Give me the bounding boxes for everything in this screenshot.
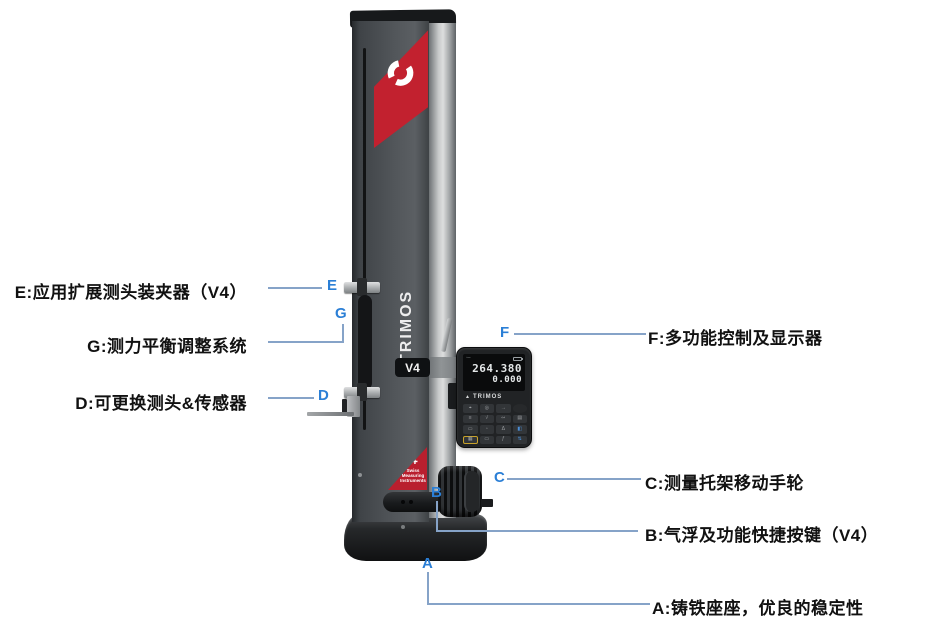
- force-balance-strap: [358, 295, 372, 390]
- carriage-handle[interactable]: [383, 492, 446, 512]
- label-b: B:气浮及功能快捷按键（V4）: [645, 526, 879, 545]
- callout-letter-g: G: [335, 305, 347, 322]
- callout-letter-e: E: [327, 277, 338, 294]
- leader-line-e: [268, 287, 322, 289]
- callout-letter-a: A: [422, 555, 433, 572]
- probe-pin: [342, 399, 347, 415]
- leader-line-c: [507, 478, 641, 480]
- leader-line-g: [268, 341, 344, 343]
- secondary-reading: 0.000: [492, 375, 522, 385]
- display-keypad: ⌖ ◎ → ≡ √ ∾ ▤ ▭ ▫ Δ ◧ ▦ ▭ ƒ ⇅: [463, 404, 527, 444]
- keypad-button[interactable]: ƒ: [496, 435, 511, 444]
- keypad-button[interactable]: ◎: [479, 404, 494, 413]
- label-e: E:应用扩展测头装夹器（V4）: [14, 283, 247, 302]
- keypad-button[interactable]: ▤: [512, 414, 527, 423]
- primary-reading: 264.380: [472, 362, 522, 375]
- keypad-button[interactable]: [512, 404, 527, 413]
- keypad-button[interactable]: ▭: [463, 425, 478, 434]
- label-d: D:可更换测头&传感器: [75, 394, 247, 413]
- probe-holder-clamp-d[interactable]: [344, 383, 380, 401]
- keypad-button[interactable]: ▦: [463, 435, 478, 444]
- display-brand: ▲ TRIMOS: [465, 394, 503, 400]
- callout-letter-b: B: [431, 484, 442, 501]
- probe-stylus: [307, 412, 354, 416]
- probe-holder-clamp-e[interactable]: [344, 278, 380, 296]
- battery-icon: [513, 356, 523, 361]
- lcd-screen: ◦– 264.380 0.000: [463, 354, 525, 391]
- label-c: C:测量托架移动手轮: [645, 474, 804, 493]
- keypad-button[interactable]: ⇅: [512, 435, 527, 444]
- model-badge: V4: [395, 358, 430, 377]
- column-screw: [358, 473, 362, 477]
- handwheel-axle: [481, 499, 493, 507]
- leader-line-a: [427, 603, 650, 605]
- keypad-button[interactable]: ≡: [463, 414, 478, 423]
- label-a: A:铸铁座座，优良的稳定性: [652, 599, 864, 618]
- keypad-button[interactable]: ∾: [496, 414, 511, 423]
- column-scale-slot: [363, 48, 366, 430]
- callout-letter-f: F: [500, 324, 510, 341]
- leader-line-f: [514, 333, 646, 335]
- leader-line-b: [436, 530, 638, 532]
- keypad-button[interactable]: ▭: [479, 435, 494, 444]
- leader-line-g-vertical: [342, 324, 344, 343]
- carriage-handwheel[interactable]: [438, 466, 482, 517]
- probe-bracket: [347, 396, 360, 417]
- keypad-button[interactable]: ▫: [479, 425, 494, 434]
- column-silver-rail: [429, 23, 456, 518]
- triangle-logo-icon: ▲: [465, 394, 471, 400]
- keypad-button[interactable]: Δ: [496, 425, 511, 434]
- carriage-band: [429, 357, 456, 378]
- keypad-button[interactable]: √: [479, 414, 494, 423]
- clamp-knob: [357, 278, 367, 296]
- base-screw: [401, 525, 405, 529]
- keypad-button[interactable]: ◧: [512, 425, 527, 434]
- handwheel-face: [464, 471, 479, 512]
- leader-line-b-vertical: [436, 501, 438, 532]
- keypad-button[interactable]: →: [496, 404, 511, 413]
- swiss-cross-icon: ✚: [412, 459, 418, 466]
- leader-line-a-vertical: [427, 572, 429, 605]
- status-icon: ◦–: [466, 355, 471, 361]
- label-f: F:多功能控制及显示器: [648, 329, 823, 348]
- handle-hole: [401, 500, 405, 504]
- keypad-button[interactable]: ⌖: [463, 404, 478, 413]
- leader-line-d: [268, 397, 314, 399]
- label-g: G:测力平衡调整系统: [87, 337, 247, 356]
- callout-letter-c: C: [494, 469, 505, 486]
- control-display-unit[interactable]: ◦– 264.380 0.000 ▲ TRIMOS ⌖ ◎ → ≡ √ ∾ ▤ …: [456, 347, 532, 448]
- clamp-knob: [357, 383, 367, 401]
- handle-hole: [409, 500, 413, 504]
- trimos-swirl-logo: [387, 60, 414, 86]
- swiss-label-text: Swiss Measuring Instruments: [400, 468, 426, 483]
- callout-letter-d: D: [318, 387, 329, 404]
